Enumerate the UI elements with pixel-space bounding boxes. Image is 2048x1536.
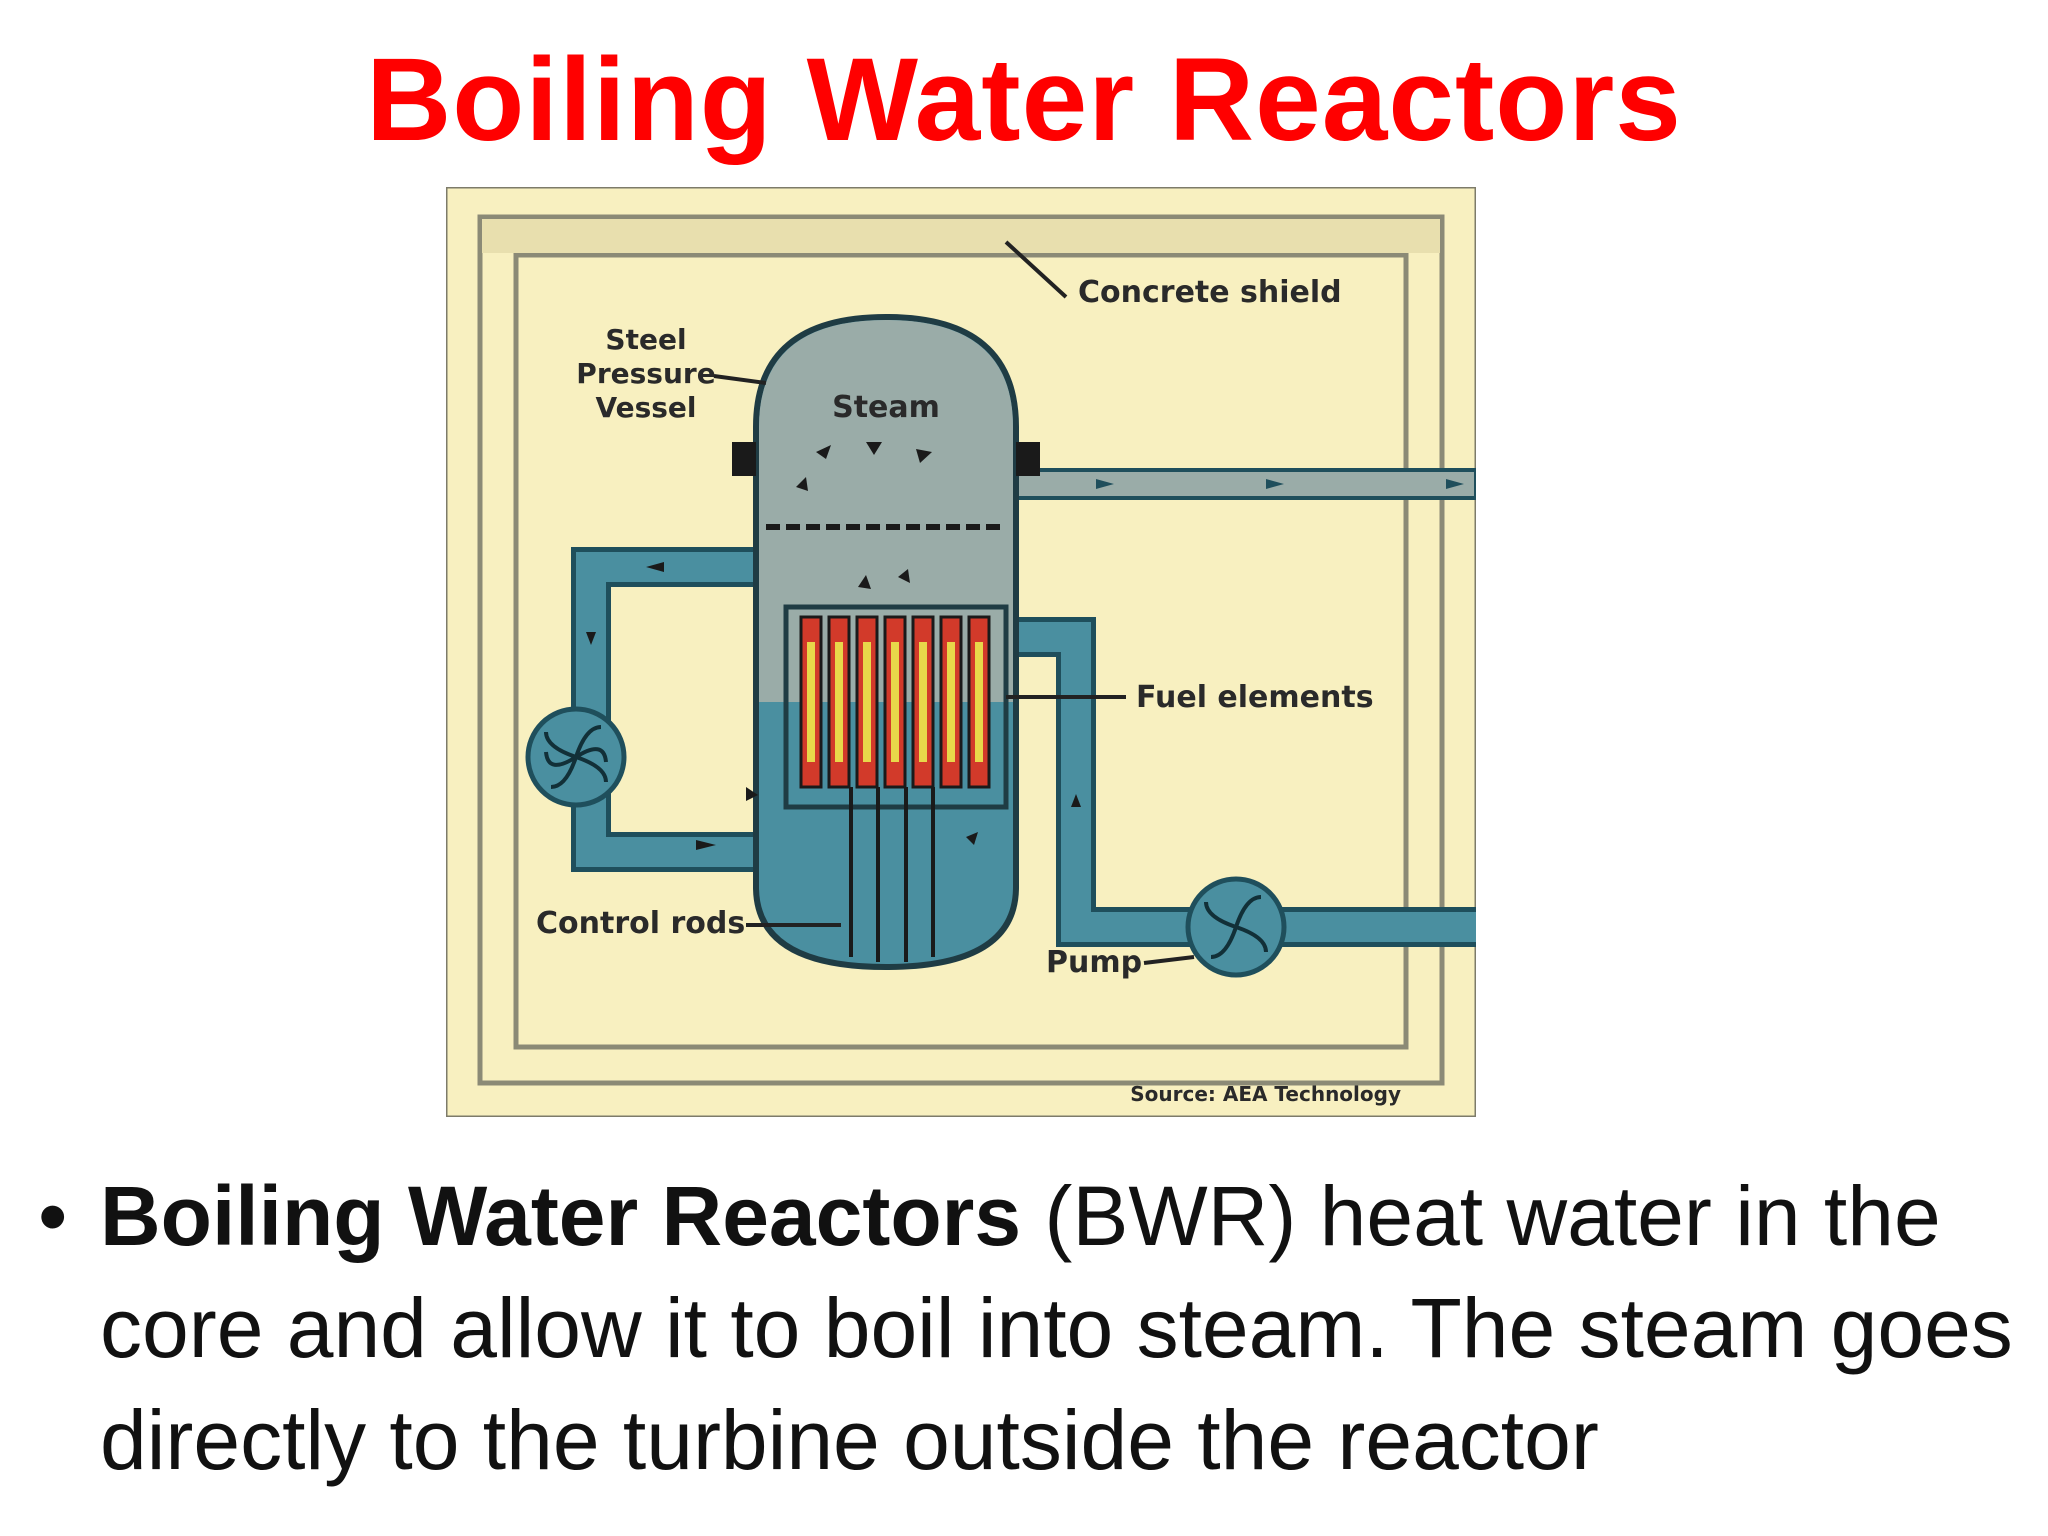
feed-pump-impeller xyxy=(1204,895,1268,959)
bullet-marker: • xyxy=(38,1169,68,1263)
fuel-rod-core xyxy=(975,642,983,762)
vessel-label: Vessel xyxy=(595,391,696,424)
pressure-vessel-pointer xyxy=(713,374,767,385)
steam-label: Steam xyxy=(832,390,940,425)
control-rods xyxy=(849,787,935,962)
concrete-shield-outer-wall xyxy=(477,214,1445,1086)
bullet-body-text: (BWR) heat water in the core and allow i… xyxy=(100,1169,2013,1487)
bullet-item: Boiling Water Reactors (BWR) heat water … xyxy=(100,1160,2048,1496)
reactor-diagram-svg: Concrete shield xyxy=(446,187,1476,1117)
steam-flow-arrow xyxy=(1096,479,1114,489)
vessel-flange-right xyxy=(1016,442,1040,476)
concrete-shield-fill xyxy=(482,219,1440,253)
reactor-diagram: Concrete shield xyxy=(446,187,1476,1117)
core-shroud xyxy=(783,604,1009,810)
concrete-shield-inner-wall xyxy=(513,252,1409,1050)
fuel-rod-core xyxy=(891,642,899,762)
concrete-shield-label: Concrete shield xyxy=(1078,275,1342,310)
pressure-label: Pressure xyxy=(576,357,715,390)
fuel-elements xyxy=(799,615,991,789)
steam-flow-arrow xyxy=(1446,479,1464,489)
recirculation-pump-impeller xyxy=(544,725,608,789)
fuel-rod-core xyxy=(947,642,955,762)
concrete-shield-pointer xyxy=(1004,240,1068,299)
steel-label: Steel xyxy=(605,323,686,356)
pump-pointer xyxy=(1143,955,1195,965)
source-caption: Source: AEA Technology xyxy=(1130,1082,1401,1106)
flow-arrows xyxy=(586,442,1081,850)
fuel-rod-core xyxy=(807,642,815,762)
control-rods-label: Control rods xyxy=(536,906,745,941)
steam-line xyxy=(1014,468,1476,500)
steam-flow-arrow xyxy=(1266,479,1284,489)
fuel-rod-core xyxy=(919,642,927,762)
fuel-elements-label: Fuel elements xyxy=(1136,680,1374,715)
vessel-flange-left xyxy=(732,442,756,476)
bullet-bold-term: Boiling Water Reactors xyxy=(100,1169,1022,1263)
pump-label: Pump xyxy=(1046,945,1142,980)
fuel-rod-core xyxy=(835,642,843,762)
fuel-rod-core xyxy=(863,642,871,762)
slide-title: Boiling Water Reactors xyxy=(366,34,1682,166)
